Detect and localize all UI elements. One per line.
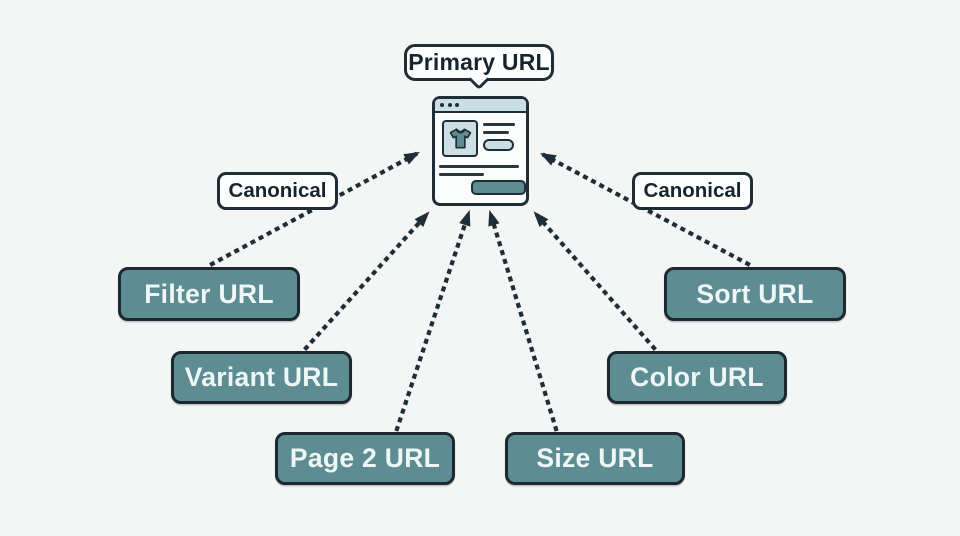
node-filter-url-label: Filter URL [144,278,274,309]
node-color-url: Color URL [607,351,787,404]
arrow-page-2-url-to-primary [394,209,472,432]
node-filter-url: Filter URL [118,267,300,321]
canonical-label-left: Canonical [217,172,338,210]
canonical-label-right-text: Canonical [643,179,742,202]
primary-url-label: Primary URL [404,44,554,91]
node-page-2-url-label: Page 2 URL [289,443,441,473]
text-line [483,123,515,126]
text-line [439,173,484,176]
node-sort-url-label: Sort URL [696,278,814,309]
arrow-size-url-to-primary [487,209,559,432]
node-sort-url: Sort URL [664,267,846,321]
text-line [483,131,509,134]
browser-body [435,113,526,201]
arrow-variant-url-to-primary [303,210,431,351]
product-page-browser-icon [432,96,529,206]
browser-dot-icon [447,103,452,107]
price-pill [483,139,514,151]
arrow-color-url-to-primary [532,210,657,351]
tshirt-icon [449,128,471,149]
node-color-url-label: Color URL [630,362,764,392]
node-size-url: Size URL [505,432,685,485]
browser-dot-icon [440,103,444,107]
browser-dot-icon [455,103,459,107]
canonical-label-right: Canonical [632,172,753,210]
cta-button-shape [471,180,526,195]
node-variant-url-label: Variant URL [184,362,339,392]
text-line [439,165,519,168]
product-image-thumbnail [442,120,478,157]
node-page-2-url: Page 2 URL [275,432,455,485]
canonical-label-left-text: Canonical [228,179,327,202]
node-size-url-label: Size URL [536,443,654,473]
browser-header-bar [435,99,526,113]
node-variant-url: Variant URL [171,351,352,404]
